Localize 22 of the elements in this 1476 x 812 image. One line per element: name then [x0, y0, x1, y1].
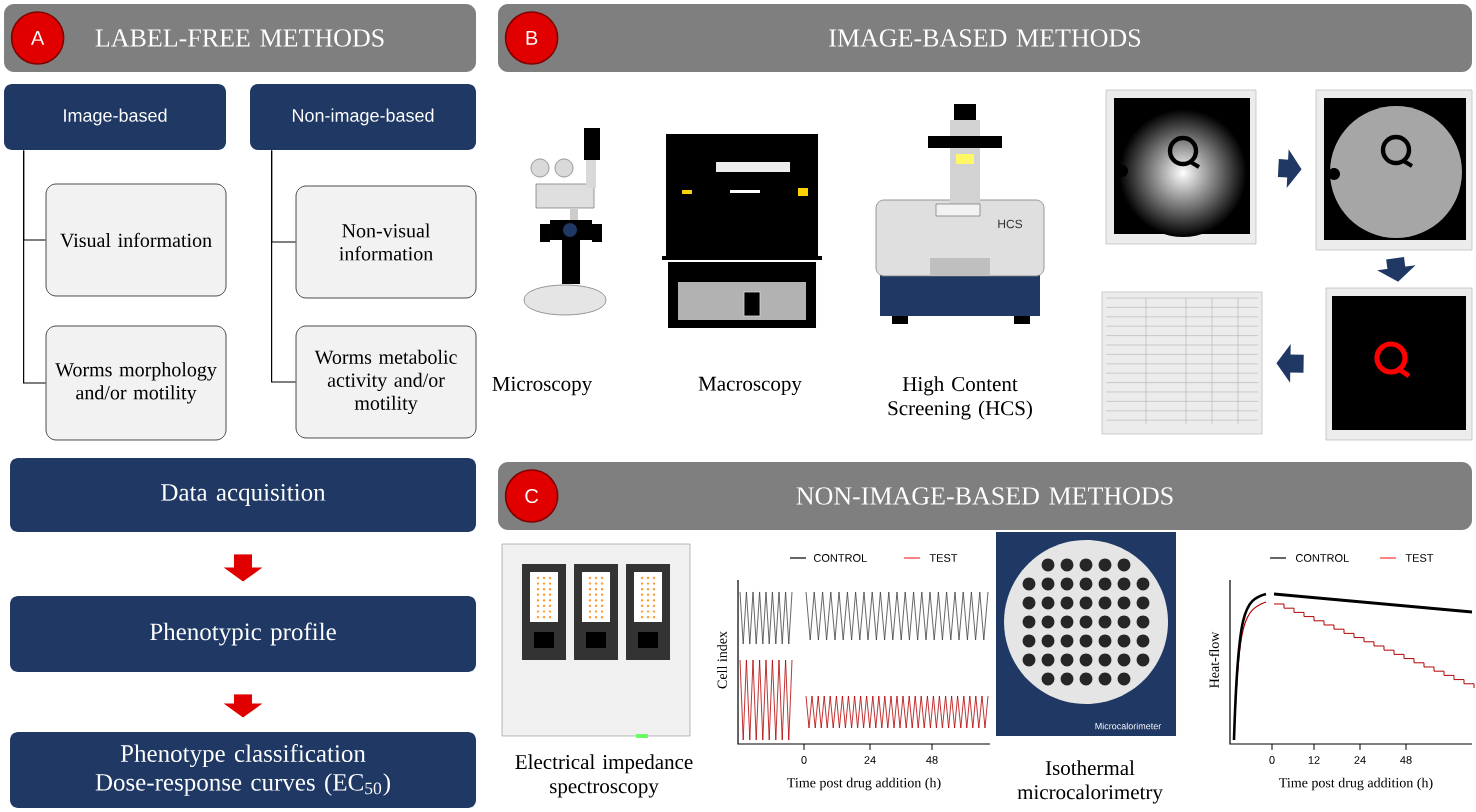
info-box: Worms metabolic activity and/or motility: [295, 325, 477, 439]
info-box: Non-visual information: [295, 185, 477, 299]
info-box: Visual information: [45, 183, 227, 297]
process-box: Data acquisition: [10, 458, 476, 532]
device-caption: Electrical impedance spectroscopy: [515, 754, 693, 798]
process-box: Phenotype classification Dose-response curves (EC$_{50}$): [10, 732, 476, 808]
device-caption: Isothermal microcalorimetry: [1017, 760, 1163, 804]
section-badge: C: [504, 469, 559, 523]
micrograph: [1315, 89, 1473, 251]
connector-line: [271, 149, 297, 383]
process-box: Phenotypic profile: [10, 596, 476, 672]
device-caption: High Content Screening (HCS): [888, 376, 1032, 420]
results-table-drawing: [1101, 291, 1263, 435]
device-caption: Macroscopy: [698, 376, 802, 396]
micrograph: [1325, 287, 1473, 441]
section-badge: A: [10, 11, 65, 65]
process-box: Non-image-based: [250, 84, 476, 150]
info-box: Worms morphology and/or motility: [45, 325, 227, 441]
connector-line: [23, 149, 47, 384]
micrograph: [1105, 89, 1257, 245]
section-badge: B: [504, 11, 559, 65]
process-box: Image-based: [4, 84, 226, 150]
